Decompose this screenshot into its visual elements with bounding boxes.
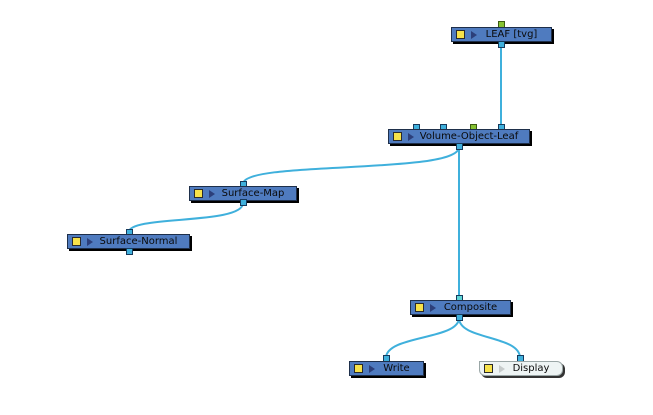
- play-arrow-icon: [408, 133, 414, 141]
- node-label: Display: [512, 363, 550, 374]
- node-composite[interactable]: Composite: [410, 300, 511, 315]
- wire-surfacemap-to-surfacenormal[interactable]: [128, 202, 244, 233]
- play-arrow-icon: [499, 365, 505, 373]
- play-arrow-icon: [430, 304, 436, 312]
- volume-output-port[interactable]: [456, 143, 463, 150]
- node-label: LEAF [tvg]: [485, 29, 538, 40]
- enable-toggle[interactable]: [354, 364, 363, 373]
- enable-toggle[interactable]: [72, 237, 81, 246]
- surfacenormal-output-port[interactable]: [126, 248, 133, 255]
- wire-volume-to-surfacemap[interactable]: [242, 146, 460, 185]
- wire-composite-to-write[interactable]: [385, 317, 460, 359]
- play-arrow-icon: [471, 31, 477, 39]
- composite-output-port[interactable]: [456, 314, 463, 321]
- enable-toggle[interactable]: [456, 30, 465, 39]
- play-arrow-icon: [369, 365, 375, 373]
- node-write[interactable]: Write: [349, 361, 424, 376]
- node-label: Volume-Object-Leaf: [419, 131, 519, 142]
- node-volume-object-leaf[interactable]: Volume-Object-Leaf: [388, 129, 530, 144]
- node-label: Composite: [443, 302, 498, 313]
- node-display[interactable]: Display: [479, 361, 563, 376]
- enable-toggle[interactable]: [393, 132, 402, 141]
- node-label: Surface-Normal: [99, 236, 178, 247]
- node-label: Surface-Map: [221, 188, 285, 199]
- enable-toggle[interactable]: [484, 364, 493, 373]
- play-arrow-icon: [209, 190, 215, 198]
- node-surface-normal[interactable]: Surface-Normal: [67, 234, 190, 249]
- enable-toggle[interactable]: [415, 303, 424, 312]
- leaf-output-port[interactable]: [498, 41, 505, 48]
- node-leaf[interactable]: LEAF [tvg]: [451, 27, 552, 42]
- play-arrow-icon: [87, 238, 93, 246]
- node-label: Write: [383, 363, 410, 374]
- wire-composite-to-display[interactable]: [458, 317, 521, 359]
- enable-toggle[interactable]: [194, 189, 203, 198]
- surfacemap-output-port[interactable]: [240, 199, 247, 206]
